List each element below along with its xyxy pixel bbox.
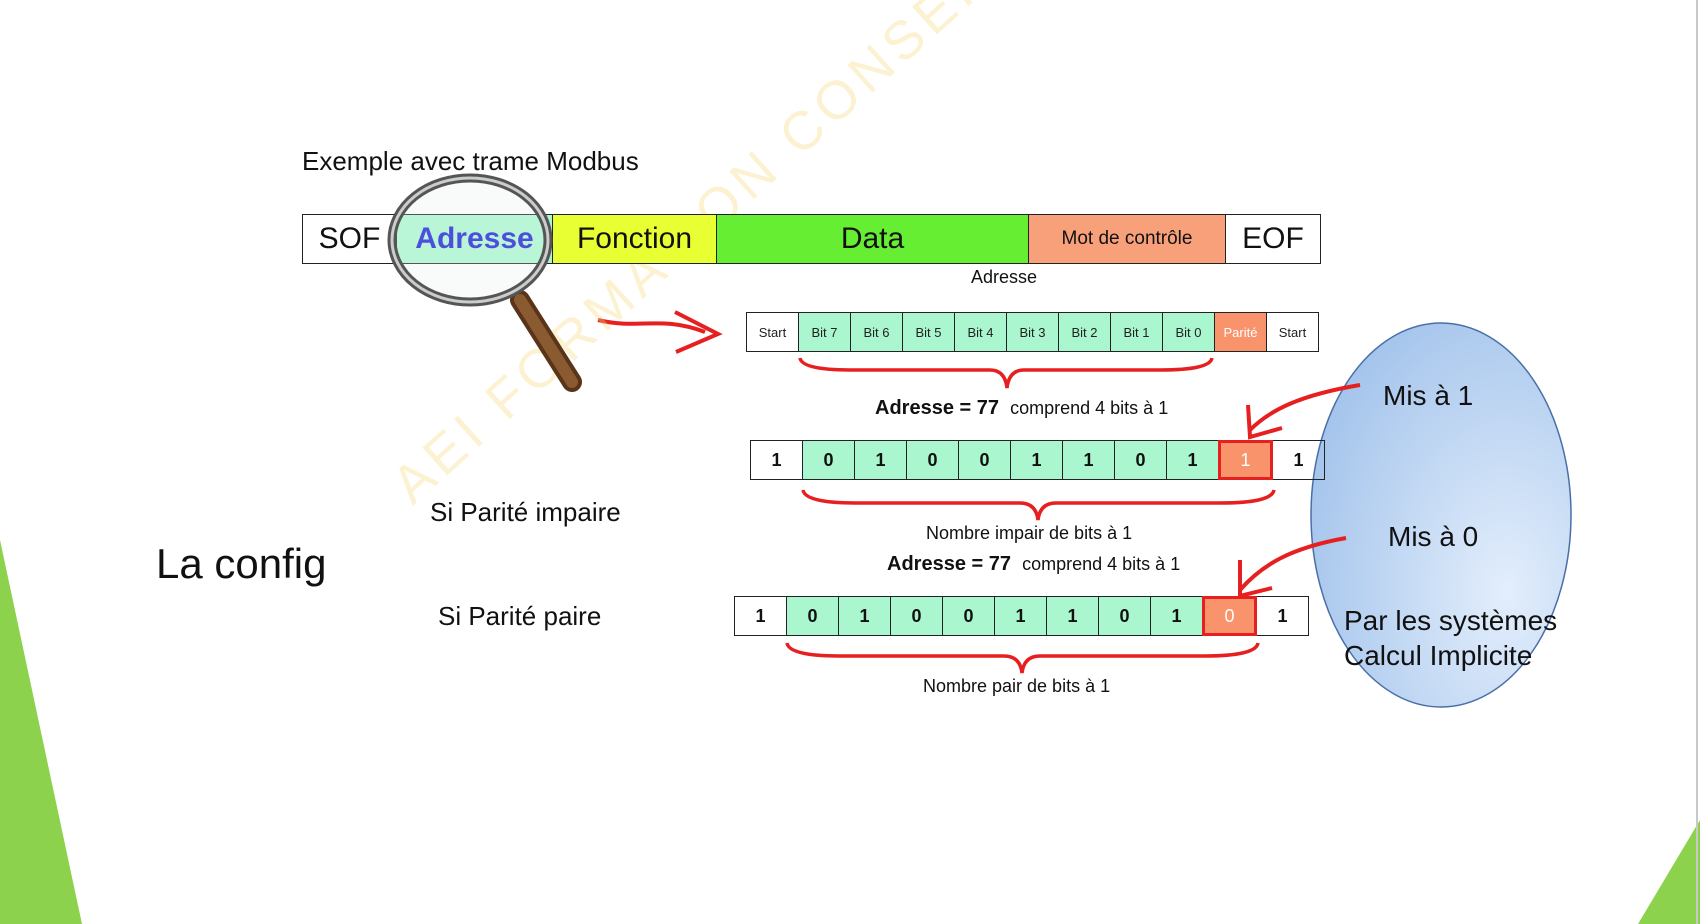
frame-mot-de-controle: Mot de contrôle <box>1028 214 1226 264</box>
brace-bits <box>798 357 1214 389</box>
brace-even <box>785 642 1260 674</box>
value-cell: 0 <box>1114 440 1167 480</box>
even-brace-label: Nombre pair de bits à 1 <box>923 676 1111 696</box>
value-cell: 1 <box>994 596 1047 636</box>
config-label: La config <box>156 540 327 587</box>
frame-eof: EOF <box>1225 214 1321 264</box>
odd-value-row: 1 0 1 0 0 1 1 0 1 1 1 <box>750 440 1325 480</box>
parity-value-cell: 0 <box>1202 596 1257 636</box>
value-cell: 1 <box>854 440 907 480</box>
bit-cell: Start <box>746 312 799 352</box>
value-cell: 0 <box>786 596 839 636</box>
value-cell: 1 <box>1256 596 1309 636</box>
slide-title: Exemple avec trame Modbus <box>302 146 639 176</box>
value-cell: 1 <box>1272 440 1325 480</box>
bit-cell: Bit 2 <box>1058 312 1111 352</box>
frame-fonction: Fonction <box>552 214 717 264</box>
bit-cell: Bit 0 <box>1162 312 1215 352</box>
value-cell: 1 <box>1150 596 1203 636</box>
odd-side-label: Si Parité impaire <box>430 497 621 527</box>
annotation-ellipse <box>1310 322 1572 708</box>
value-cell: 0 <box>890 596 943 636</box>
value-cell: 0 <box>942 596 995 636</box>
value-cell: 1 <box>838 596 891 636</box>
even-value-row: 1 0 1 0 0 1 1 0 1 0 1 <box>734 596 1309 636</box>
parity-cell: Parité <box>1214 312 1267 352</box>
value-cell: 1 <box>1166 440 1219 480</box>
brace-odd <box>801 489 1276 521</box>
value-cell: 0 <box>1098 596 1151 636</box>
bit-cell: Start <box>1266 312 1319 352</box>
ellipse-text-line2: Calcul Implicite <box>1344 640 1533 671</box>
bit-cell: Bit 6 <box>850 312 903 352</box>
value-cell: 0 <box>906 440 959 480</box>
value-cell: 1 <box>750 440 803 480</box>
bit-cell: Bit 7 <box>798 312 851 352</box>
bit-cell: Bit 5 <box>902 312 955 352</box>
left-green-triangle <box>0 540 82 924</box>
red-arrow <box>597 318 706 334</box>
value-cell: 1 <box>1010 440 1063 480</box>
frame-adresse: Adresse <box>396 214 553 264</box>
even-parity-note: Mis à 0 <box>1388 521 1479 552</box>
value-cell: 0 <box>802 440 855 480</box>
even-side-label: Si Parité paire <box>438 601 602 631</box>
odd-heading: Adresse = 77 comprend 4 bits à 1 <box>875 397 1169 419</box>
bit-cell: Bit 1 <box>1110 312 1163 352</box>
value-cell: 1 <box>734 596 787 636</box>
ellipse-text-line1: Par les systèmes <box>1344 605 1558 636</box>
parity-value-cell: 1 <box>1218 440 1273 480</box>
even-heading: Adresse = 77 comprend 4 bits à 1 <box>887 553 1181 575</box>
zoom-label: Adresse <box>971 267 1038 287</box>
bit-field-row: Start Bit 7 Bit 6 Bit 5 Bit 4 Bit 3 Bit … <box>746 312 1319 352</box>
bit-cell: Bit 3 <box>1006 312 1059 352</box>
frame-sof: SOF <box>302 214 397 264</box>
odd-brace-label: Nombre impair de bits à 1 <box>926 523 1133 543</box>
bit-cell: Bit 4 <box>954 312 1007 352</box>
value-cell: 0 <box>958 440 1011 480</box>
value-cell: 1 <box>1062 440 1115 480</box>
value-cell: 1 <box>1046 596 1099 636</box>
right-green-triangle <box>1638 820 1700 924</box>
frame-data: Data <box>716 214 1029 264</box>
odd-parity-note: Mis à 1 <box>1383 380 1474 411</box>
red-arrow-odd <box>1248 383 1361 432</box>
modbus-frame: SOF Adresse Fonction Data Mot de contrôl… <box>302 214 1321 264</box>
red-arrow-even <box>1238 536 1347 592</box>
